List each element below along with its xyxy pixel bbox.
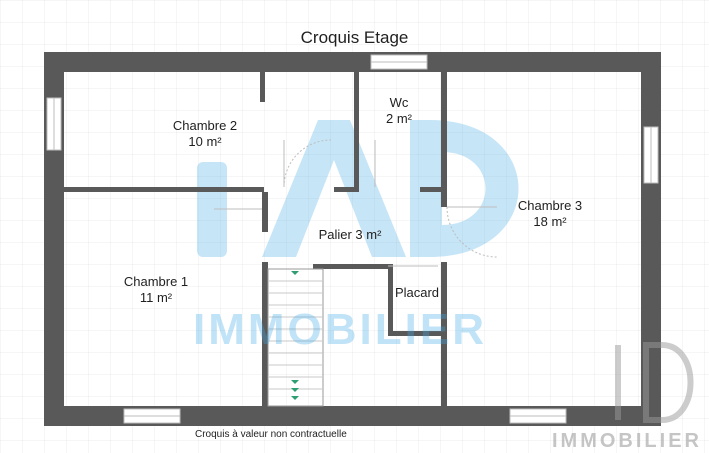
window-panes (53, 61, 652, 417)
room-label-chambre-2: Chambre 2 10 m² (150, 118, 260, 149)
room-name: Chambre 1 (123, 274, 189, 289)
room-label-chambre-3: Chambre 3 18 m² (495, 198, 605, 229)
logo-letter-d (410, 120, 519, 257)
wall-top (44, 52, 661, 72)
room-name: Wc (389, 95, 409, 110)
room-label-placard: Placard (391, 285, 443, 301)
staircase (267, 268, 324, 407)
outer-walls (44, 52, 661, 426)
watermark-text: IMMOBILIER (193, 305, 487, 354)
room-name: Placard (394, 285, 440, 300)
wall-wc-bottom (420, 187, 446, 192)
stair-outline (267, 268, 324, 407)
wall-landing (313, 264, 390, 269)
wall-placard-left (388, 264, 393, 336)
wall-ch3-left-upper (441, 72, 447, 207)
wall-ch1-upper (262, 192, 268, 232)
interior-walls (64, 72, 447, 406)
wall-ch2-ch1-mid (334, 187, 354, 192)
corner-logo-watermark (615, 342, 694, 423)
room-area: 2 m² (386, 110, 412, 126)
wall-ch2-ch1-left (64, 187, 264, 192)
room-area: 11 m² (139, 289, 173, 305)
logo-letter-a (262, 120, 406, 257)
logo-letter-i (197, 162, 227, 257)
room-area: 10 m² (188, 133, 222, 149)
stair-arrows (291, 271, 299, 400)
corner-watermark-text: IMMOBILIER (552, 430, 702, 452)
iad-logo-watermark (197, 120, 519, 257)
plan-title: Croquis Etage (300, 28, 409, 47)
wall-placard-bottom (388, 331, 446, 336)
wall-ch2-stub (260, 72, 265, 102)
wall-bottom (44, 406, 661, 426)
room-area: 18 m² (533, 213, 567, 229)
room-label-palier: Palier 3 m² (300, 227, 400, 243)
wall-wc-left (354, 72, 359, 192)
room-label-chambre-1: Chambre 1 11 m² (101, 274, 211, 305)
wall-ch1-lower (262, 262, 268, 406)
room-name: Chambre 3 (517, 198, 583, 213)
disclaimer-note: Croquis à valeur non contractuelle (195, 429, 347, 440)
room-name: Palier 3 m² (318, 227, 382, 242)
room-label-wc: Wc 2 m² (366, 95, 432, 126)
doors (214, 139, 498, 267)
room-name: Chambre 2 (172, 118, 238, 133)
